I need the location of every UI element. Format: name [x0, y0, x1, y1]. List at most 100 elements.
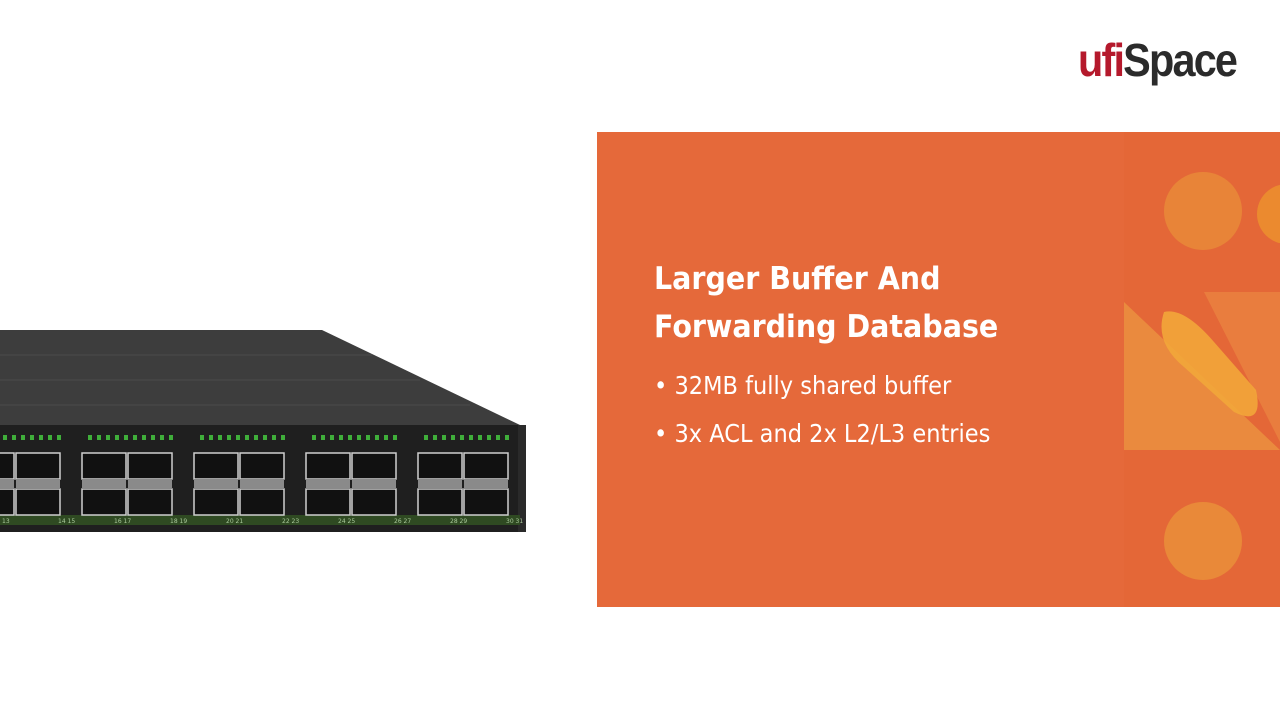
decorative-circle [1164, 172, 1242, 250]
port-number-label: 18 19 [170, 518, 187, 525]
status-led [209, 435, 213, 440]
feature-bullet-text: 3x ACL and 2x L2/L3 entries [674, 419, 991, 448]
port-number-label: 30 31 [506, 518, 523, 525]
port-cage-mesh [128, 479, 172, 489]
status-led [272, 435, 276, 440]
status-led [88, 435, 92, 440]
network-switch-image: 13 14 15 16 17 18 19 20 21 22 23 24 25 26 27 28 … [0, 330, 526, 532]
port-cage-mesh [16, 479, 60, 489]
port-number-label: 20 21 [226, 518, 243, 525]
qsfp-port [127, 452, 173, 480]
qsfp-port [417, 488, 463, 516]
qsfp-port [193, 452, 239, 480]
switch-port-label-strip [0, 515, 520, 525]
feature-bullet: •32MB fully shared buffer [654, 362, 1068, 410]
qsfp-port [305, 452, 351, 480]
status-led [366, 435, 370, 440]
logo-space-text: Space [1123, 34, 1238, 86]
status-led [505, 435, 509, 440]
qsfp-port [81, 452, 127, 480]
status-led [357, 435, 361, 440]
status-led [133, 435, 137, 440]
qsfp-port [351, 488, 397, 516]
qsfp-port [239, 488, 285, 516]
status-led [348, 435, 352, 440]
port-labels: 13 14 15 16 17 18 19 20 21 22 23 24 25 26 27 28 … [2, 518, 523, 525]
decorative-circle [1164, 502, 1242, 580]
port-group [81, 435, 173, 516]
status-led [106, 435, 110, 440]
decorative-circle [1257, 184, 1280, 244]
bullet-dot-icon: • [654, 419, 668, 448]
status-led [39, 435, 43, 440]
status-led [384, 435, 388, 440]
status-led [245, 435, 249, 440]
status-led [433, 435, 437, 440]
qsfp-port [417, 452, 463, 480]
status-led [330, 435, 334, 440]
port-number-label: 16 17 [114, 518, 131, 525]
status-led [124, 435, 128, 440]
status-led [169, 435, 173, 440]
logo-ufi-text: ufi [1078, 34, 1125, 86]
status-led [442, 435, 446, 440]
status-led [97, 435, 101, 440]
port-cage-mesh [352, 479, 396, 489]
status-led [496, 435, 500, 440]
status-led [218, 435, 222, 440]
qsfp-port [0, 488, 15, 516]
port-number-label: 26 27 [394, 518, 411, 525]
status-led [424, 435, 428, 440]
status-led [281, 435, 285, 440]
status-led [375, 435, 379, 440]
qsfp-port [127, 488, 173, 516]
port-number-label: 28 29 [450, 518, 467, 525]
port-number-label: 14 15 [58, 518, 75, 525]
status-led [151, 435, 155, 440]
status-led [3, 435, 7, 440]
status-led [312, 435, 316, 440]
status-led [21, 435, 25, 440]
port-number-label: 22 23 [282, 518, 299, 525]
status-led [393, 435, 397, 440]
qsfp-port [15, 488, 61, 516]
status-led [115, 435, 119, 440]
qsfp-port [15, 452, 61, 480]
status-led [236, 435, 240, 440]
port-cage-mesh [0, 479, 14, 489]
decorative-shapes [1124, 292, 1280, 450]
status-led [227, 435, 231, 440]
qsfp-port [305, 488, 351, 516]
port-group [0, 435, 61, 516]
port-group [305, 435, 397, 516]
status-led [460, 435, 464, 440]
port-cage-mesh [306, 479, 350, 489]
status-led [469, 435, 473, 440]
feature-title: Larger Buffer And Forwarding Database [654, 261, 999, 345]
port-cage-mesh [464, 479, 508, 489]
status-led [160, 435, 164, 440]
qsfp-port [193, 488, 239, 516]
feature-bullet-text: 32MB fully shared buffer [674, 371, 952, 400]
qsfp-port [239, 452, 285, 480]
status-led [57, 435, 61, 440]
port-groups [0, 435, 509, 516]
port-group [417, 435, 509, 516]
status-led [478, 435, 482, 440]
status-led [487, 435, 491, 440]
port-cage-mesh [194, 479, 238, 489]
port-number-label: 24 25 [338, 518, 355, 525]
port-cage-mesh [240, 479, 284, 489]
status-led [48, 435, 52, 440]
port-cage-mesh [418, 479, 462, 489]
port-number-label: 13 [2, 518, 10, 525]
status-led [12, 435, 16, 440]
qsfp-port [463, 488, 509, 516]
status-led [451, 435, 455, 440]
feature-bullet-list: •32MB fully shared buffer •3x ACL and 2x… [654, 362, 1114, 458]
status-led [200, 435, 204, 440]
status-led [339, 435, 343, 440]
qsfp-port [463, 452, 509, 480]
status-led [254, 435, 258, 440]
feature-bullet: •3x ACL and 2x L2/L3 entries [654, 410, 1068, 458]
